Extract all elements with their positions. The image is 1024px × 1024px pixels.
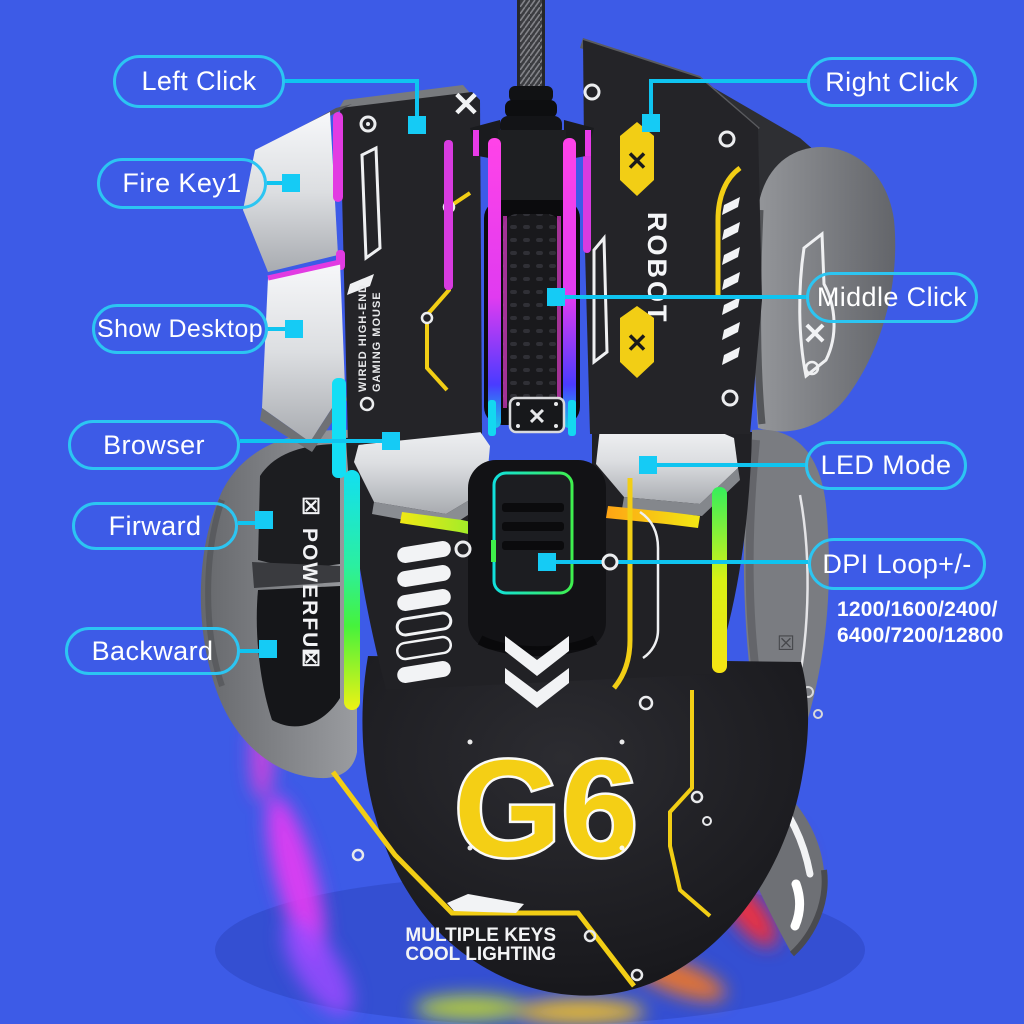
scroll-wheel: ✕ <box>484 138 580 436</box>
wired-text-line1: WIRED HIGH-END <box>357 284 369 392</box>
boxed-x-icon: ☒ <box>298 648 323 668</box>
callout-label: Middle Click <box>816 282 968 312</box>
callout-backward: Backward <box>65 627 240 675</box>
connector-square <box>547 288 565 306</box>
x-mark-icon: ✕ <box>626 146 648 176</box>
x-mark-icon: ✕ <box>452 86 481 124</box>
left-click-button: ✕ WIRED HIGH-END GAMING MOUSE <box>338 85 482 446</box>
backward-button <box>256 586 340 727</box>
connector-square <box>259 640 277 658</box>
wired-text-line2: GAMING MOUSE <box>371 291 383 392</box>
callout-label: Show Desktop <box>97 314 263 343</box>
robot-text: ROBOT <box>642 212 672 325</box>
callout-label: Firward <box>108 510 202 541</box>
dpi-button <box>492 471 574 595</box>
callout-label: Browser <box>103 429 205 460</box>
rgb-edge-strips <box>332 378 727 710</box>
boxed-x-icon: ☒ <box>777 633 795 655</box>
x-mark-icon: ✕ <box>528 404 546 429</box>
leader-line-right-click <box>649 79 807 118</box>
callout-browser: Browser <box>68 420 240 470</box>
callout-label: Fire Key1 <box>122 168 242 198</box>
chevron-down-icon <box>505 636 569 676</box>
connector-square <box>642 114 660 132</box>
callout-firward: Firward <box>72 502 238 550</box>
g6-logo: G6 <box>454 732 638 886</box>
dpi-values-line1: 1200/1600/2400/ <box>837 598 998 621</box>
dpi-values-line2: 6400/7200/12800 <box>837 624 1004 647</box>
dpi-values: 1200/1600/2400/ 6400/7200/12800 <box>837 597 1004 649</box>
connector-square <box>382 432 400 450</box>
x-mark-icon: ✕ <box>626 328 648 358</box>
callout-middle-click: Middle Click <box>806 272 978 323</box>
leader-lines <box>238 79 808 653</box>
boxed-x-icon: ☒ <box>298 496 323 516</box>
callout-right-click: Right Click <box>807 57 977 107</box>
connector-square <box>538 553 556 571</box>
callout-label: DPI Loop+/- <box>822 548 972 579</box>
callout-dpi-loop: DPI Loop+/- <box>808 538 986 590</box>
connector-square <box>282 174 300 192</box>
circuit-trace <box>668 690 712 918</box>
bottom-text-line2: COOL LIGHTING <box>405 944 556 965</box>
circuit-trace <box>330 770 636 988</box>
callout-led-mode: LED Mode <box>805 441 967 490</box>
x-plate <box>508 396 566 434</box>
connector-square <box>639 456 657 474</box>
powerful-text: POWERFUL <box>298 528 321 664</box>
leader-line-left-click <box>285 79 419 124</box>
chevron-down-icon <box>505 668 569 708</box>
bottom-text-line1: MULTIPLE KEYS <box>405 925 556 946</box>
callout-label: Right Click <box>825 66 959 97</box>
forward-button <box>258 444 340 570</box>
right-click-button: ✕ ROBOT ✕ <box>580 38 762 434</box>
callout-left-click: Left Click <box>113 55 285 108</box>
connector-square <box>408 116 426 134</box>
thumb-wing: ☒ POWERFUL ☒ <box>200 429 357 779</box>
callout-label: Left Click <box>141 66 257 96</box>
callout-label: Backward <box>91 635 214 666</box>
x-mark-icon: ✕ <box>802 318 827 351</box>
palm-body: G6 MULTIPLE KEYS COOL LIGHTING <box>330 656 809 996</box>
connector-square <box>285 320 303 338</box>
connector-squares <box>255 114 660 658</box>
connector-square <box>255 511 273 529</box>
callout-show-desktop: Show Desktop <box>92 304 268 354</box>
callout-fire-key1: Fire Key1 <box>97 158 267 209</box>
callout-label: LED Mode <box>820 450 952 480</box>
screw <box>601 553 619 571</box>
